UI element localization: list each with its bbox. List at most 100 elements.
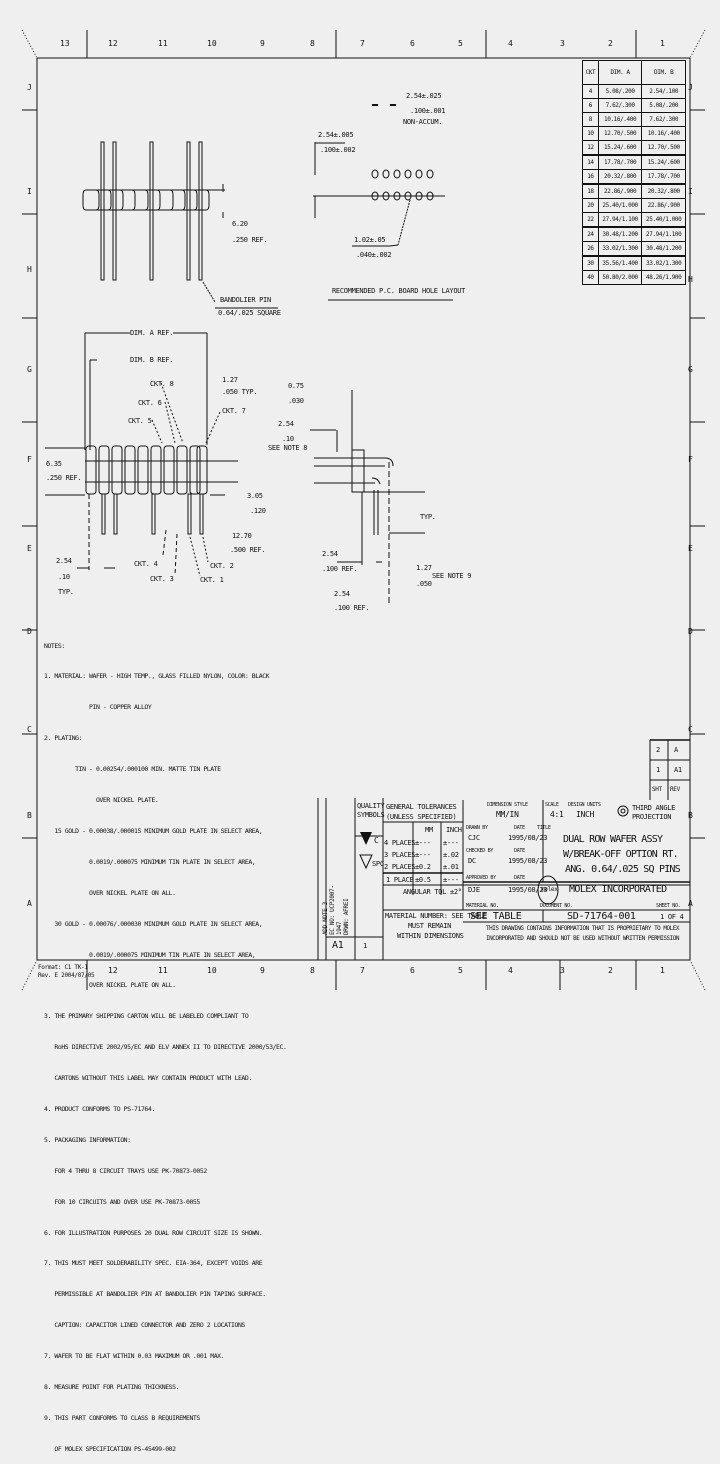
revision-line: 1947 xyxy=(336,921,343,935)
drawing-title-line-1: DUAL ROW WAFER ASSY xyxy=(563,834,663,845)
title-label: TITLE xyxy=(537,825,551,831)
zone-1: 1 xyxy=(660,39,665,48)
approved-date-label: DATE xyxy=(514,875,525,881)
zone-12: 12 xyxy=(108,39,118,48)
scale-label: SCALE xyxy=(545,802,559,808)
note-line: 8. MEASURE POINT FOR PLATING THICKNESS. xyxy=(44,1382,180,1391)
proprietary-line-2: INCORPORATED AND SHOULD NOT BE USED WITH… xyxy=(486,935,679,942)
proprietary-line-1: THIS DRAWING CONTAINS INFORMATION THAT I… xyxy=(486,925,679,932)
note-line: OVER NICKEL PLATE ON ALL. xyxy=(44,981,176,990)
note-line: 0.0019/.000075 MINIMUM TIN PLATE IN SELE… xyxy=(44,950,256,959)
rev-sheet: 1 xyxy=(656,766,660,774)
side-dim-d-in: .100 REF. xyxy=(334,604,370,612)
scale: 4:1 xyxy=(550,810,564,819)
checked-date: 1995/08/23 xyxy=(508,857,548,865)
dim-height-mm: 6.35 xyxy=(46,460,62,468)
ckt-2-label: CKT. 2 xyxy=(210,562,234,570)
note-line: 9. THIS PART CONFORMS TO CLASS B REQUIRE… xyxy=(44,1413,200,1422)
zone-4: 4 xyxy=(508,966,513,975)
drawn-date-label: DATE xyxy=(514,825,525,831)
zone-e: E xyxy=(688,544,693,553)
rev-letter: A1 xyxy=(674,766,682,774)
note-line: 6. FOR ILLUSTRATION PURPOSES 20 DUAL ROW… xyxy=(44,1228,263,1237)
dim-height-ref: .250 REF. xyxy=(232,236,268,244)
header-dim-a: DIM. A xyxy=(597,60,643,85)
note-line: TIN - 0.00254/.000100 MIN. MATTE TIN PLA… xyxy=(44,765,221,774)
zone-1: 1 xyxy=(660,966,665,975)
ckt-3-label: CKT. 3 xyxy=(150,575,174,583)
zone-11: 11 xyxy=(158,966,168,975)
see-note-9: SEE NOTE 9 xyxy=(432,572,472,580)
dimension-style-label: DIMENSION STYLE xyxy=(487,802,528,808)
side-dim-e-mm: 1.27 xyxy=(416,564,432,572)
header-dim-b: DIM. B xyxy=(641,60,686,85)
zone-6: 6 xyxy=(410,966,415,975)
note-line: PERMISSIBLE AT BANDOLIER PIN AT BANDOLIE… xyxy=(44,1290,266,1299)
tol-label: 4 PLACES xyxy=(384,839,416,847)
zone-h: H xyxy=(27,265,32,274)
revision-line: ADD NOTE 3 xyxy=(322,901,329,935)
drawing-title-line-3: ANG. 0.64/.025 SQ PINS xyxy=(565,864,681,875)
tol-col-inch: INCH xyxy=(446,826,462,834)
sheet-no: 1 OF 4 xyxy=(660,913,684,921)
drawn-by: CJC xyxy=(468,834,480,842)
angular-tolerance: ANGULAR TOL ±2° xyxy=(403,888,462,896)
note-line: FOR 4 THRU 8 CIRCUIT TRAYS USE PK-70873-… xyxy=(44,1166,207,1175)
note-line: OF MOLEX SPECIFICATION PS-45499-002 xyxy=(44,1444,176,1453)
material-no: SEE TABLE xyxy=(470,911,522,922)
note-line: CARTONS WITHOUT THIS LABEL MAY CONTAIN P… xyxy=(44,1074,252,1083)
drawing-title-line-2: W/BREAK-OFF OPTION RT. xyxy=(563,849,679,860)
note-line: 15 GOLD - 0.00038/.000015 MINIMUM GOLD P… xyxy=(44,826,263,835)
zone-12: 12 xyxy=(108,966,118,975)
zone-9: 9 xyxy=(260,966,265,975)
revision-sheet: 1 xyxy=(363,942,367,950)
note-line: RoHS DIRECTIVE 2002/95/EC AND ELV ANNEX … xyxy=(44,1043,287,1052)
zone-2: 2 xyxy=(608,39,613,48)
zone-10: 10 xyxy=(207,966,217,975)
zone-3: 3 xyxy=(560,39,565,48)
tolerances-title: GENERAL TOLERANCES xyxy=(386,803,457,811)
dim-right-in: .120 xyxy=(250,507,266,515)
pitch-mm: 2.54±.025 xyxy=(406,92,442,100)
zone-7: 7 xyxy=(360,39,365,48)
tol-col-mm: MM xyxy=(425,826,433,834)
note-line: FOR 10 CIRCUITS AND OVER USE PK-70873-00… xyxy=(44,1197,200,1206)
side-typ: TYP. xyxy=(420,513,436,521)
note-line: OVER NICKEL PLATE ON ALL. xyxy=(44,888,176,897)
zone-e: E xyxy=(27,544,32,553)
ckt-1-label: CKT. 1 xyxy=(200,576,224,584)
revision-block: ADD NOTE 3 EC NO: UCP2007- 1947 DRWN: AF… xyxy=(322,885,350,935)
company-name: MOLEX INCORPORATED xyxy=(569,884,667,895)
tol-label: 2 PLACES xyxy=(384,863,416,871)
note-line: 4. PRODUCT CONFORMS TO PS-71764. xyxy=(44,1104,155,1113)
zone-d: D xyxy=(688,627,693,636)
tol-label: 1 PLACE xyxy=(386,876,414,884)
side-dim-c-in: .100 REF. xyxy=(322,565,358,573)
dim-b-ref: DIM. B REF. xyxy=(130,356,174,364)
zone-b: B xyxy=(688,811,693,820)
tolerances-subtitle: (UNLESS SPECIFIED) xyxy=(386,813,457,821)
pin-callout: BANDOLIER PIN xyxy=(220,296,271,304)
zone-g: G xyxy=(688,365,693,374)
zone-j: J xyxy=(27,83,32,92)
ckt-7-label: CKT. 7 xyxy=(222,407,246,415)
side-dim-a-in: .030 xyxy=(288,397,304,405)
dim-pitch-mm: 2.54 xyxy=(56,557,72,565)
tol-value: ±.02 xyxy=(443,851,459,859)
material-note-2: MUST REMAIN xyxy=(408,922,452,930)
zone-f: F xyxy=(688,455,693,464)
zone-4: 4 xyxy=(508,39,513,48)
hole-mm: 1.02±.05 xyxy=(354,236,386,244)
zone-8: 8 xyxy=(310,966,315,975)
pin-callout-size: 0.64/.025 SQUARE xyxy=(218,309,281,317)
dim-tail-in: .500 REF. xyxy=(230,546,266,554)
